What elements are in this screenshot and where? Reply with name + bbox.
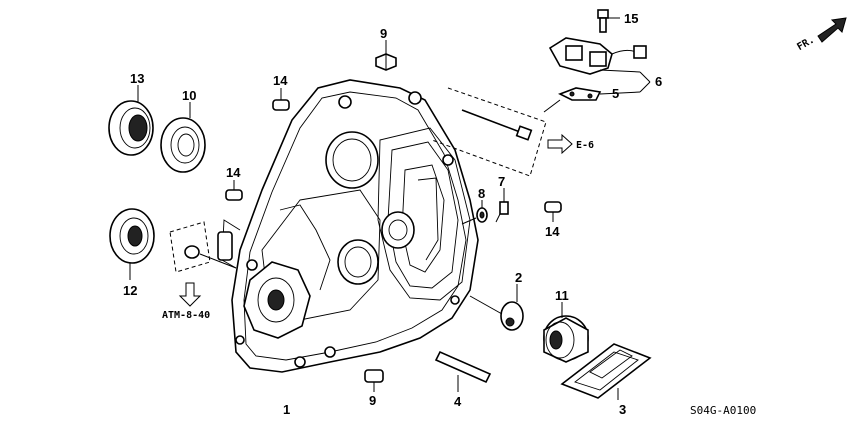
callout-5: 5 — [612, 86, 619, 101]
callout-4: 4 — [454, 394, 462, 409]
callout-14-left: 14 — [226, 165, 241, 180]
magnet-2 — [469, 284, 524, 331]
breather-assembly — [169, 221, 237, 307]
pipe-4 — [434, 350, 492, 392]
filter-3 — [560, 343, 652, 400]
dowel-pin-bottom — [364, 369, 384, 392]
ref-fr: FR. — [795, 35, 816, 54]
bolt-7 — [495, 188, 509, 223]
ref-e6: E-6 — [576, 140, 594, 151]
dowel-pin-14-upper — [272, 88, 290, 111]
transmission-housing — [217, 79, 479, 373]
callout-12: 12 — [123, 283, 137, 298]
dowel-pin-14-left — [225, 180, 243, 201]
dowel-pin-top — [375, 40, 397, 71]
fr-direction-arrow — [817, 17, 847, 43]
callout-9-top: 9 — [380, 26, 387, 41]
gasket-5 — [543, 81, 651, 113]
callout-10: 10 — [182, 88, 196, 103]
callout-1: 1 — [283, 402, 290, 417]
bearing-11 — [543, 302, 589, 363]
callout-8: 8 — [478, 186, 485, 201]
bearing-12 — [109, 208, 155, 280]
callout-14-right: 14 — [545, 224, 560, 239]
callout-3: 3 — [619, 402, 626, 417]
callout-11: 11 — [555, 288, 569, 303]
bolt-e6-assembly — [431, 87, 573, 177]
callout-13: 13 — [130, 71, 144, 86]
sensor-assembly-6 — [548, 37, 651, 83]
washer-8 — [461, 200, 488, 225]
bolt-15 — [597, 9, 620, 33]
diagram-code: S04G-A0100 — [690, 404, 756, 417]
callout-15: 15 — [624, 11, 638, 26]
callout-9-bottom: 9 — [369, 393, 376, 408]
callout-6: 6 — [655, 74, 662, 89]
bearing-10 — [160, 102, 206, 173]
dowel-pin-14-right — [544, 201, 562, 222]
callout-2: 2 — [515, 270, 522, 285]
callout-14-upper: 14 — [273, 73, 288, 88]
callout-7: 7 — [498, 174, 505, 189]
oil-seal-13 — [108, 85, 154, 156]
ref-atm: ATM-8-40 — [162, 310, 210, 321]
